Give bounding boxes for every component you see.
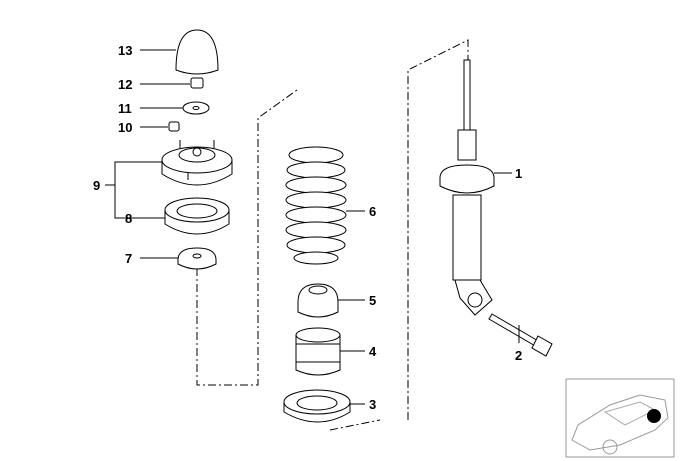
callout-10[interactable]: 10 — [118, 120, 132, 135]
part-7-support[interactable] — [177, 247, 217, 270]
part-11-washer[interactable] — [182, 101, 210, 115]
part-5-bump-stop[interactable] — [297, 283, 339, 318]
part-13-dust-cap[interactable] — [175, 29, 219, 75]
callout-1[interactable]: 1 — [515, 166, 522, 181]
part-12-nut[interactable] — [190, 77, 204, 89]
guide-line-bottom — [329, 419, 381, 431]
part-8-ring[interactable] — [164, 197, 230, 235]
callout-12[interactable]: 12 — [118, 77, 132, 92]
car-locator-icon — [565, 378, 675, 458]
callout-8[interactable]: 8 — [125, 211, 132, 226]
callout-9[interactable]: 9 — [93, 178, 100, 193]
part-4-protective-tube[interactable] — [295, 327, 341, 376]
guide-line-left — [196, 89, 298, 386]
part-9-support-bearing[interactable] — [161, 140, 233, 186]
callout-7[interactable]: 7 — [125, 251, 132, 266]
callout-5[interactable]: 5 — [369, 293, 376, 308]
part-3-spring-pad[interactable] — [283, 389, 351, 423]
callout-6[interactable]: 6 — [369, 204, 376, 219]
callout-4[interactable]: 4 — [369, 344, 377, 359]
callout-3[interactable]: 3 — [369, 397, 376, 412]
part-2-bolt[interactable] — [488, 313, 553, 357]
guide-line-right — [407, 39, 469, 420]
part-6-coil-spring[interactable] — [285, 146, 347, 265]
part-1-shock-absorber[interactable] — [439, 59, 495, 316]
callout-13[interactable]: 13 — [118, 43, 132, 58]
part-10-nut[interactable] — [168, 121, 180, 132]
callout-11[interactable]: 11 — [118, 101, 132, 116]
callout-2[interactable]: 2 — [515, 348, 522, 363]
